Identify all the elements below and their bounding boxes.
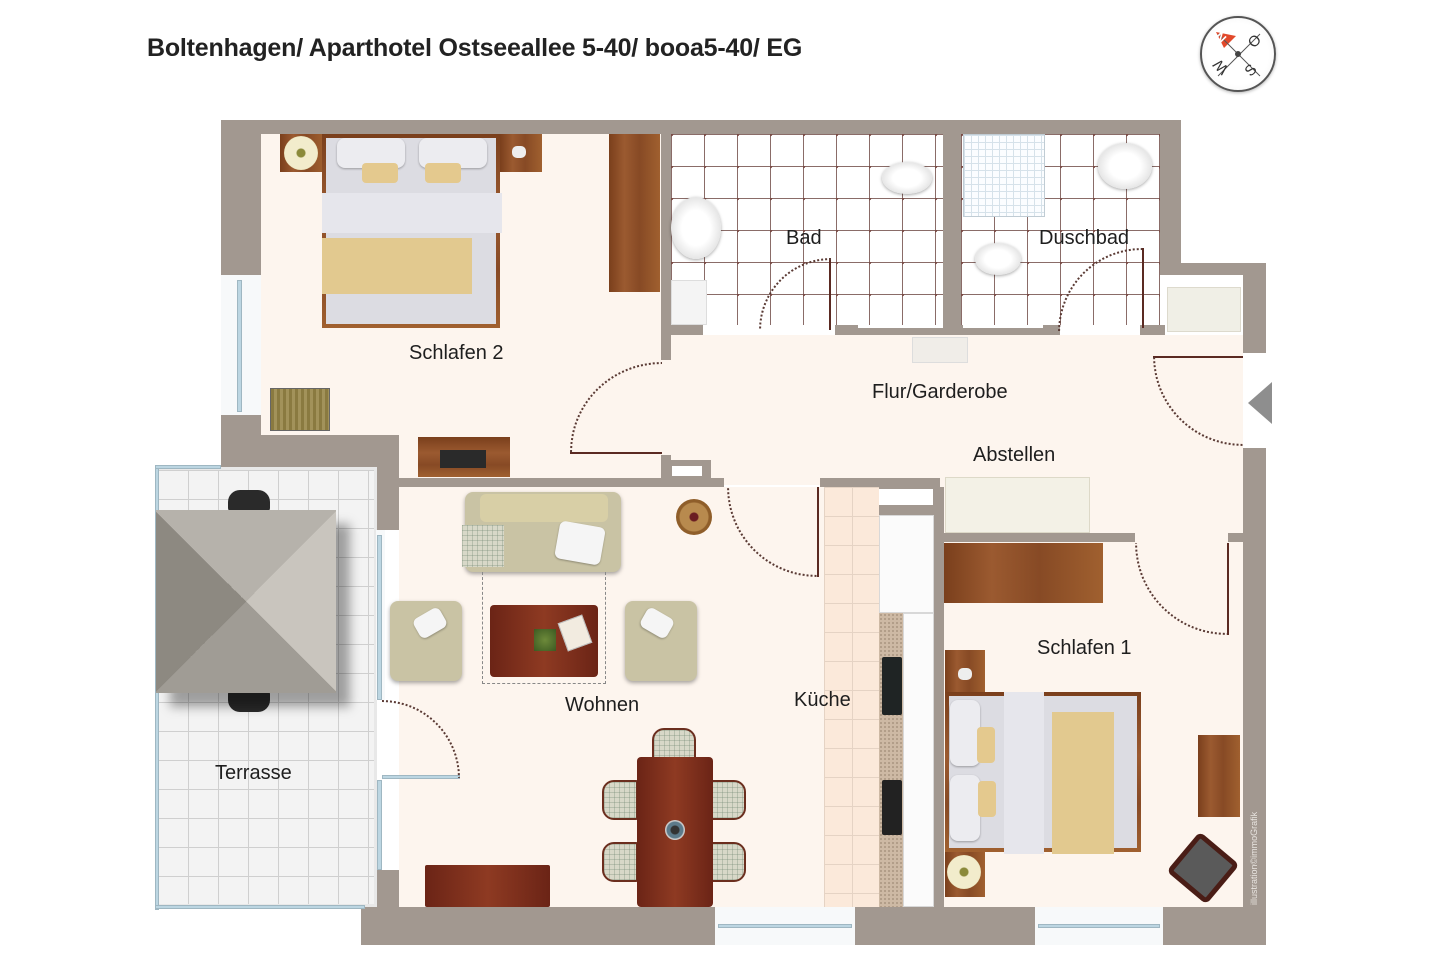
window-schlafen2-pane xyxy=(237,280,242,412)
wardrobe-s2 xyxy=(609,134,660,292)
outer-wall-right-upper xyxy=(1160,120,1181,270)
room-label-kueche: Küche xyxy=(794,689,851,711)
sink-icon xyxy=(1098,143,1152,189)
door-wohnen[interactable] xyxy=(817,487,819,577)
window-wohnen-lower-pane xyxy=(377,780,382,870)
sideboard xyxy=(425,865,550,907)
window-bottom-kueche-pane xyxy=(718,924,852,928)
cushion xyxy=(554,520,606,566)
floor-kueche xyxy=(824,487,879,907)
vanity xyxy=(671,280,707,325)
dining-chair xyxy=(602,842,638,882)
kitchen-sink-icon xyxy=(882,657,902,715)
wall-bad-duschbad xyxy=(943,120,961,335)
bench-s2 xyxy=(270,388,330,431)
sofa-back xyxy=(480,494,608,522)
cushion xyxy=(977,727,995,763)
page-title: Boltenhagen/ Aparthotel Ostseeallee 5-40… xyxy=(147,34,803,62)
wall-schlafen1-stub xyxy=(1228,533,1243,542)
kitchen-tall-cabinet xyxy=(879,515,934,613)
kueche-niche-white xyxy=(878,489,933,505)
window-wohnen-upper-pane xyxy=(377,535,382,700)
room-label-duschbad: Duschbad xyxy=(1039,227,1130,249)
wall-bath-bottom-left xyxy=(663,325,703,335)
door-schlafen1[interactable] xyxy=(1227,543,1229,635)
terrace-chair xyxy=(228,490,270,512)
room-label-schlafen1: Schlafen 1 xyxy=(1037,637,1132,659)
rug-outline xyxy=(482,572,606,684)
toilet-icon xyxy=(975,243,1021,275)
room-label-bad: Bad xyxy=(786,227,822,249)
dining-chair xyxy=(710,780,746,820)
lamp-icon xyxy=(947,855,981,889)
wall-flur-kueche xyxy=(820,478,940,487)
room-label-terrasse: Terrasse xyxy=(215,762,292,784)
duvet-s1 xyxy=(1004,692,1044,854)
coat-hook xyxy=(912,337,968,363)
blanket-s2 xyxy=(322,238,472,294)
entrance-arrow-icon[interactable] xyxy=(1246,380,1274,426)
compass: N O S W xyxy=(1200,16,1276,92)
dining-chair xyxy=(652,728,696,760)
outer-wall-right xyxy=(1243,263,1266,353)
credit-text: illustration©immoGrafik xyxy=(1249,811,1259,905)
flur-niche-white xyxy=(672,466,702,476)
outer-wall-entry-top xyxy=(1160,263,1266,275)
phone-icon xyxy=(512,146,526,158)
room-label-abstellen: Abstellen xyxy=(973,444,1056,466)
plant-icon xyxy=(534,629,556,651)
lamp-icon xyxy=(284,136,318,170)
pillow xyxy=(950,700,980,766)
wall-schlafen2-bad xyxy=(661,120,671,360)
window-bottom-schlafen1-pane xyxy=(1038,924,1160,928)
door-schlafen2[interactable] xyxy=(570,452,662,454)
wall-kueche-schlafen1 xyxy=(934,487,944,907)
toilet-icon xyxy=(882,162,932,194)
terrace-railing-top xyxy=(155,465,221,469)
outer-wall-right-lower xyxy=(1243,448,1266,945)
wall-wohnen-top xyxy=(399,478,724,487)
phone-icon xyxy=(958,668,972,680)
dining-chair xyxy=(710,842,746,882)
throw-blanket xyxy=(462,525,504,567)
wall-abstellen-schlafen1 xyxy=(940,533,1135,542)
blanket-s1 xyxy=(1052,712,1114,854)
sink-icon xyxy=(671,197,721,259)
dresser-s1 xyxy=(1198,735,1240,817)
compass-icon xyxy=(1216,32,1261,77)
desk-s1 xyxy=(944,543,1103,603)
room-label-wohnen: Wohnen xyxy=(565,694,640,716)
umbrella-icon xyxy=(156,510,336,693)
dining-chair xyxy=(602,780,638,820)
cushion xyxy=(362,163,398,183)
cushion xyxy=(425,163,461,183)
duvet-s2 xyxy=(322,193,502,233)
shower-tray xyxy=(963,134,1045,217)
cushion xyxy=(978,781,996,817)
wall-duschbad-bottom-right xyxy=(1140,325,1165,335)
door-duschbad[interactable] xyxy=(1142,248,1144,328)
outer-wall-top xyxy=(221,120,1181,134)
bowl-icon xyxy=(665,820,685,840)
terrace-chair xyxy=(228,690,270,712)
room-label-flur: Flur/Garderobe xyxy=(872,381,1008,403)
pillow xyxy=(950,775,980,841)
stove-icon xyxy=(882,780,902,835)
terrace-railing-bottom xyxy=(155,905,365,909)
room-label-schlafen2: Schlafen 2 xyxy=(409,342,504,364)
wardrobe-entry xyxy=(1167,287,1241,332)
kitchen-base-cabinets xyxy=(903,613,934,907)
abstellen-shelf xyxy=(945,477,1090,533)
side-table-round xyxy=(676,499,712,535)
tv-icon xyxy=(440,450,486,468)
